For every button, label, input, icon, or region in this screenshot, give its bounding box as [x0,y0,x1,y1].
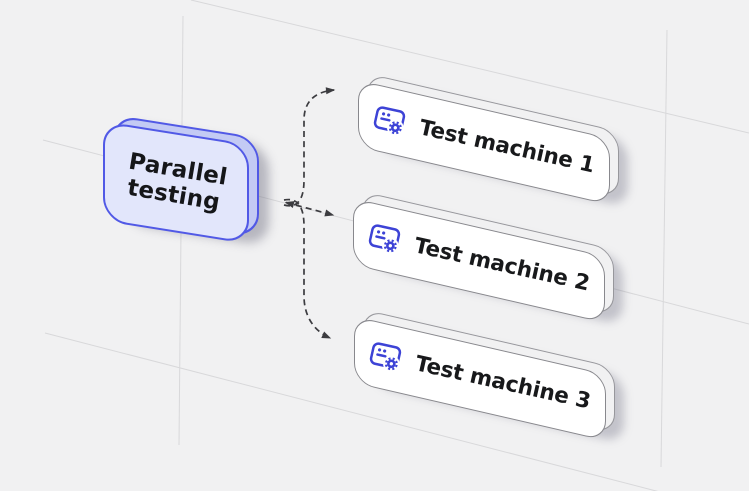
grid-horizontal-top [190,0,749,134]
grid-horizontal-bottom [44,332,659,491]
test-machine-2-node: Test machine 2 [353,191,614,324]
grid-vertical-right [660,29,668,468]
parallel-node-label: Parallel testing [123,148,230,217]
test-machine-1-node: Test machine 1 [358,73,619,206]
connector-arrows [283,87,336,339]
window-settings-icon [368,224,401,255]
arrow-to-machine-3 [283,198,332,339]
test-machine-3-node: Test machine 3 [354,309,615,442]
window-settings-icon [373,106,406,137]
arrow-to-machine-1 [283,87,336,207]
arrow-to-machine-2 [284,201,335,217]
window-settings-icon [369,342,402,373]
